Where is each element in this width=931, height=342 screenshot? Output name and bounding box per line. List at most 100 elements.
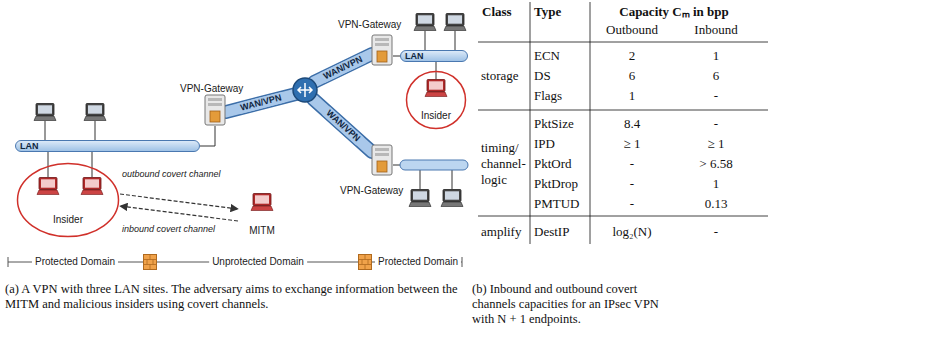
firewall-icon xyxy=(144,255,157,270)
node-text: Insider xyxy=(53,214,83,226)
table-cell: DestIP xyxy=(534,224,569,240)
table-cell: Inbound xyxy=(694,22,737,38)
table-cell: - xyxy=(630,196,634,212)
table-cell: ≥ 1 xyxy=(708,136,725,152)
wan-pipe xyxy=(226,54,372,152)
table-cell: 1 xyxy=(629,88,636,104)
laptop-icon xyxy=(441,190,463,207)
covert-channel-arrow xyxy=(120,206,238,221)
lan-wire xyxy=(45,31,455,189)
laptop-icon xyxy=(84,104,106,121)
table-cell: 2 xyxy=(629,48,636,64)
table-cell: storage xyxy=(481,68,519,84)
lan-bar: LAN xyxy=(15,140,200,152)
router-symbol xyxy=(293,78,317,102)
table-cell: 1 xyxy=(713,176,720,192)
wan-pipe xyxy=(313,99,372,152)
table-cell: DS xyxy=(534,68,551,84)
domain-label: Unprotected Domain xyxy=(209,256,307,268)
firewall-icon xyxy=(359,255,372,270)
lan-wire xyxy=(425,31,426,50)
table-cell: - xyxy=(630,156,634,172)
table-cell: PktSize xyxy=(534,116,574,132)
node-text: LAN xyxy=(405,51,424,61)
table-cell: - xyxy=(630,176,634,192)
node-text: MITM xyxy=(249,225,275,237)
lan-wire xyxy=(48,152,49,177)
lan-bar: LAN xyxy=(400,50,468,62)
insider-laptop xyxy=(37,178,59,195)
gateway-label: VPN-Gateway xyxy=(180,78,243,96)
laptop-icon xyxy=(409,190,431,207)
gateway-label: VPN-Gateway xyxy=(340,180,403,198)
gateway-label: VPN-Gateway xyxy=(338,14,401,32)
lan-wire xyxy=(436,62,437,79)
table-cell: 6 xyxy=(713,68,720,84)
table-cell: timing/ channel- logic xyxy=(481,140,526,188)
node-text: VPN-Gateway xyxy=(340,185,403,196)
domain-tick xyxy=(8,257,9,267)
wan-pipe xyxy=(314,54,372,82)
lan-bar xyxy=(400,160,468,170)
gateway-server xyxy=(372,35,392,65)
figure-caption: (a) A VPN with three LAN sites. The adve… xyxy=(5,282,467,312)
table-cell: ≥ 1 xyxy=(624,136,641,152)
lan-wire xyxy=(393,165,400,166)
domain-label: Protected Domain xyxy=(32,256,118,268)
lan-wire xyxy=(92,152,93,177)
laptop-icon xyxy=(414,14,436,31)
node-text: VPN-Gateway xyxy=(338,19,401,30)
table-cell: PktDrop xyxy=(534,176,578,192)
insider-laptop xyxy=(425,80,447,97)
table-cell: amplify xyxy=(481,224,521,240)
router-arrows xyxy=(298,83,312,97)
table-cell: 1 xyxy=(713,48,720,64)
link-label: WAN/VPN xyxy=(237,92,284,114)
domain-tick xyxy=(462,257,463,267)
insider-group: Insider xyxy=(16,162,120,238)
mitm-laptop xyxy=(251,194,273,211)
table-cell: PMTUD xyxy=(534,196,580,212)
table-cell: - xyxy=(714,116,718,132)
node-text: VPN-Gateway xyxy=(180,83,243,94)
insider-group: Insider xyxy=(405,70,467,130)
figure-caption: (b) Inbound and outbound covert channels… xyxy=(472,282,672,327)
table-rule xyxy=(478,110,768,111)
lan-wire xyxy=(455,31,456,50)
table-rule xyxy=(530,2,531,244)
domain-bar xyxy=(8,255,462,270)
table-cell: 0.13 xyxy=(705,196,728,212)
table-cell: - xyxy=(714,224,718,240)
covert-channel-arrow xyxy=(120,194,238,209)
table-header: Type xyxy=(534,4,561,20)
table-cell: 6 xyxy=(629,68,636,84)
link-label: WAN/VPN xyxy=(322,106,364,145)
node-text: Insider xyxy=(421,110,451,122)
laptop-icon xyxy=(444,14,466,31)
table-cell: - xyxy=(714,88,718,104)
insider-ellipse xyxy=(18,164,119,237)
lan-wire xyxy=(452,170,453,189)
table-header: Class xyxy=(482,4,512,20)
table-cell: IPD xyxy=(534,136,555,152)
table-cell: PktOrd xyxy=(534,156,572,172)
insider-laptop xyxy=(81,178,103,195)
table-header: Capacity Cₘ in bpp xyxy=(619,4,729,20)
lan-wire xyxy=(420,170,421,189)
laptop-icon xyxy=(34,104,56,121)
node-text: LAN xyxy=(20,141,39,151)
table-cell: Flags xyxy=(534,88,562,104)
domain-label: Protected Domain xyxy=(375,256,461,268)
table-cell: log₂(N) xyxy=(612,224,651,240)
edge-label: inbound covert channel xyxy=(122,224,215,235)
lan-wire xyxy=(95,121,96,140)
gateway-server xyxy=(205,95,225,125)
table-cell: 8.4 xyxy=(624,116,640,132)
gateway-server xyxy=(372,145,392,175)
table-cell: ECN xyxy=(534,48,560,64)
lan-wire xyxy=(393,56,400,57)
table-rule xyxy=(478,216,768,217)
wan-pipe xyxy=(313,99,372,152)
mitm-node: MITM xyxy=(238,188,286,242)
